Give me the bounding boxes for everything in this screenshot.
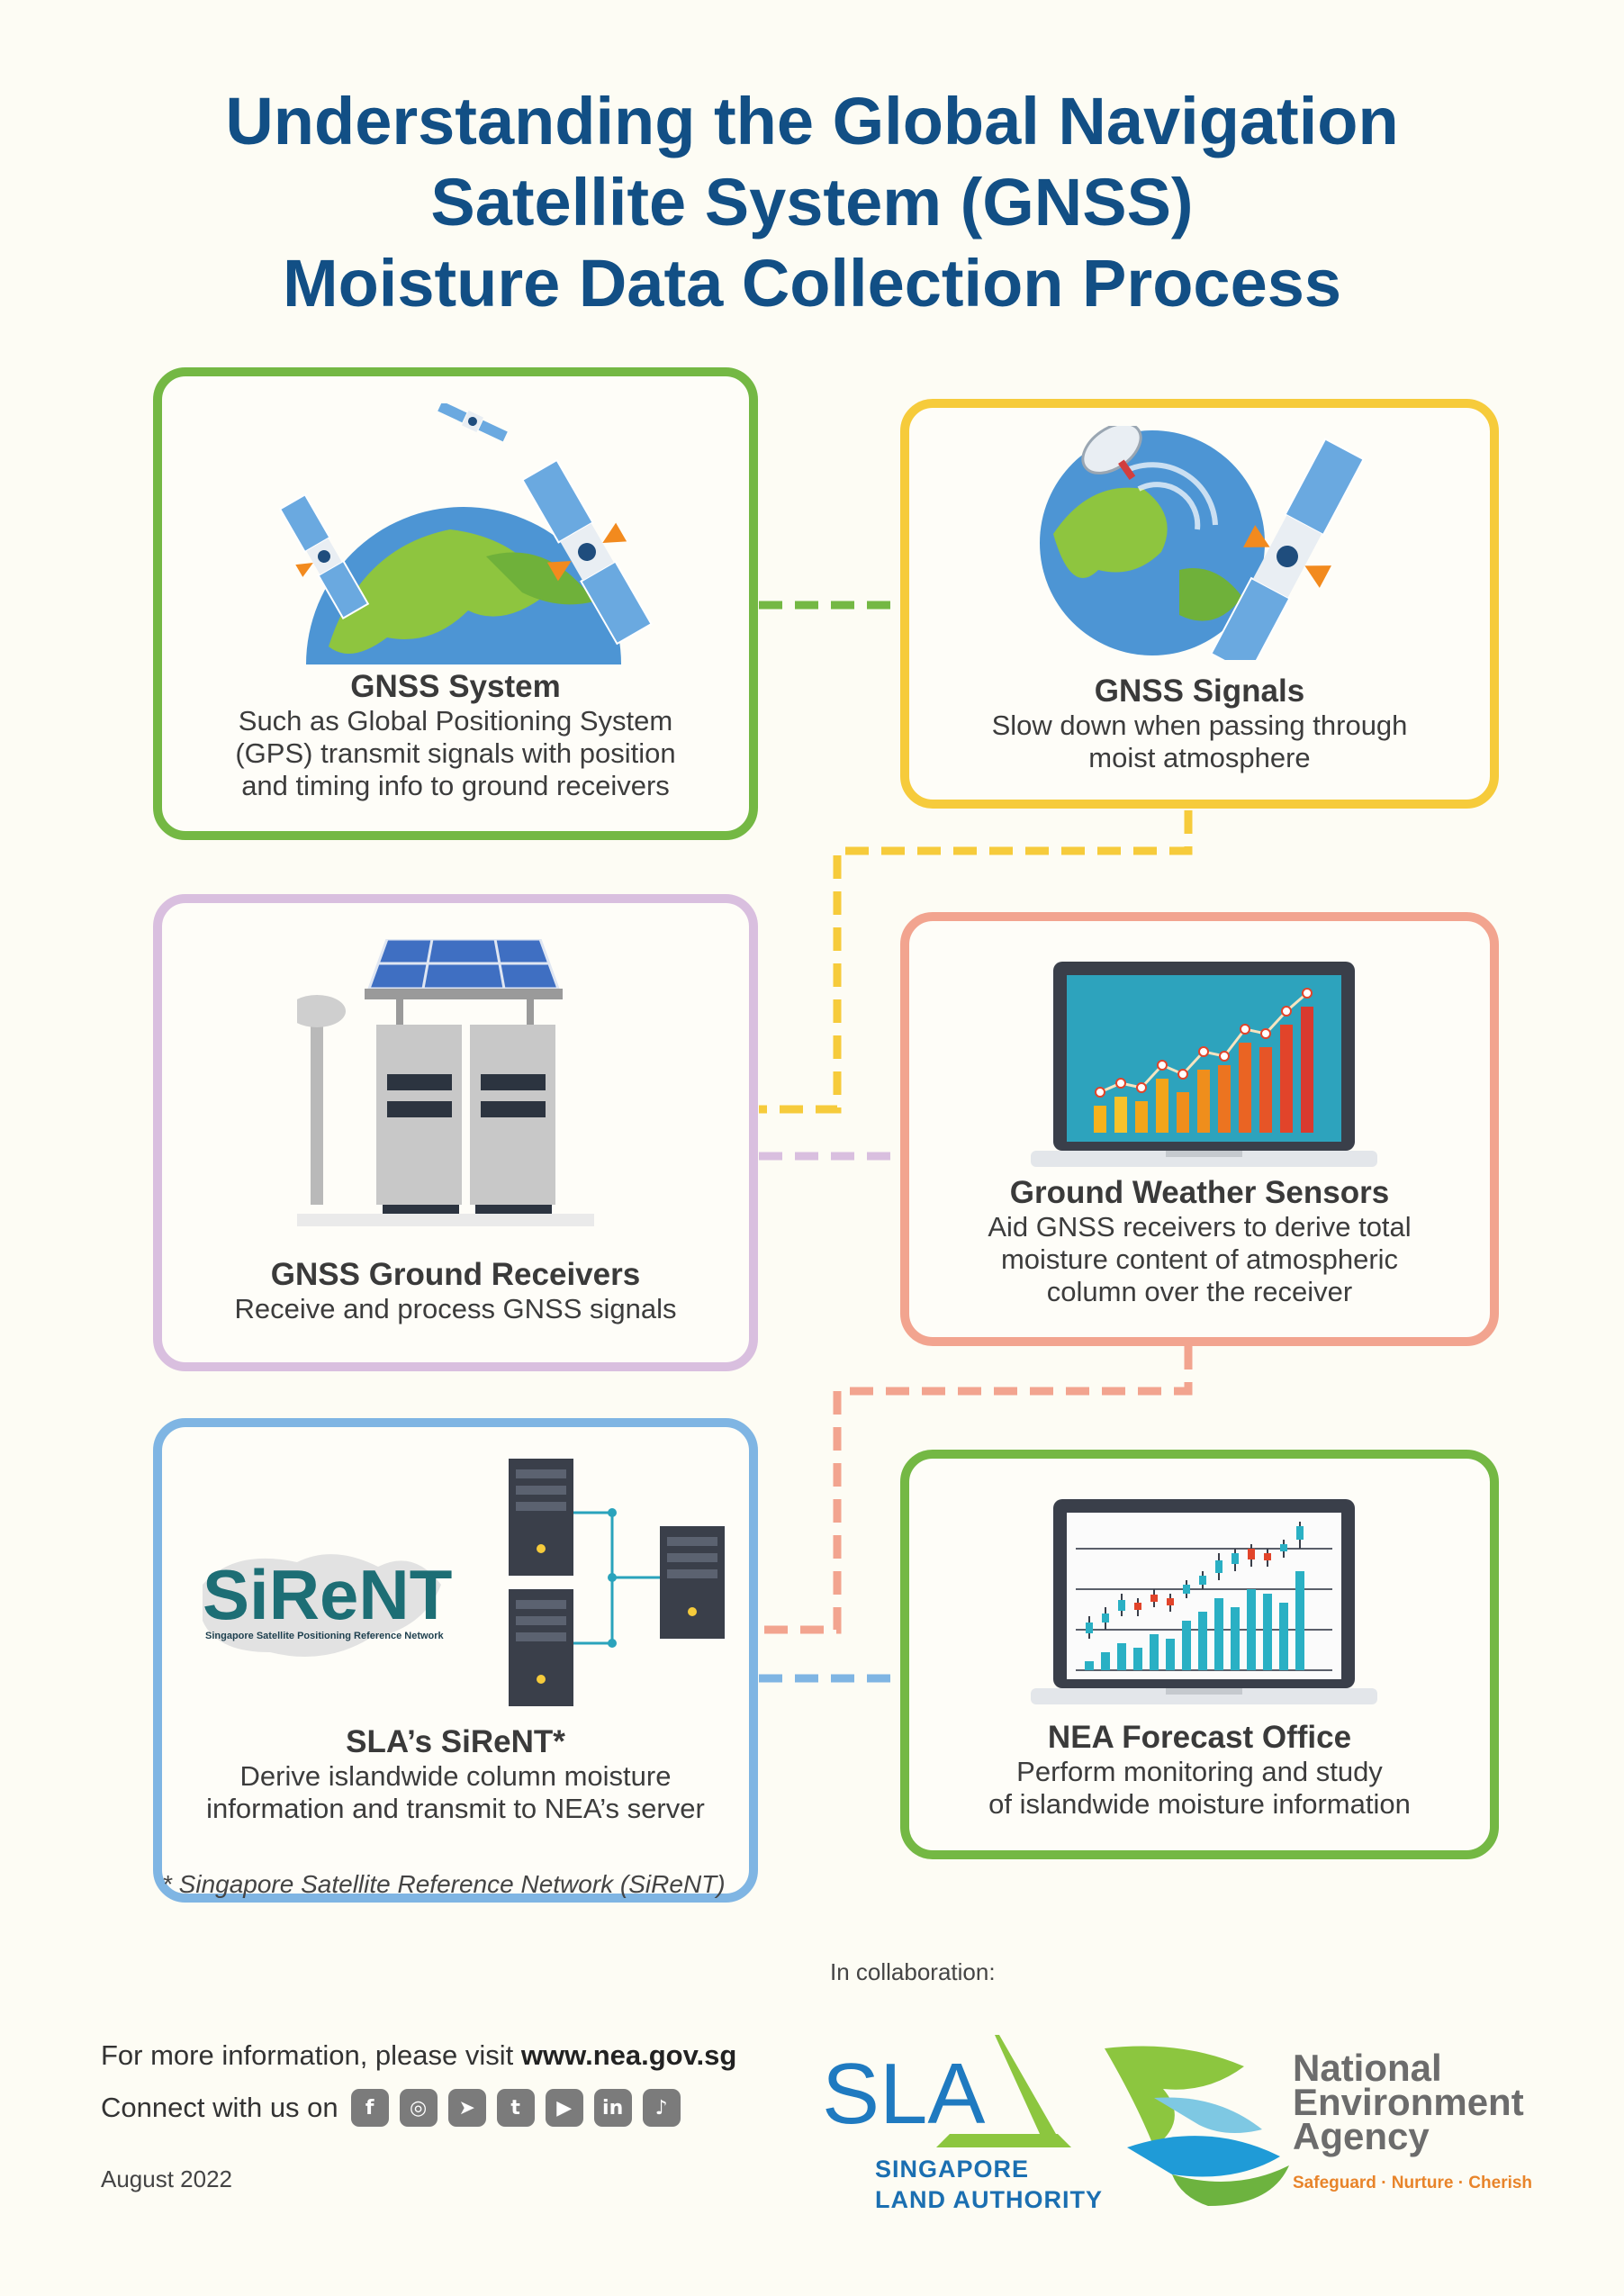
step-line: Perform monitoring and study [1016,1756,1383,1787]
card-ground-weather-sensors: Ground Weather Sensors Aid GNSS receiver… [900,912,1499,1346]
step-line: Slow down when passing through [991,710,1408,741]
more-info-prefix: For more information, please visit [101,2039,521,2071]
nea-name-line-2: Environment [1293,2081,1524,2123]
card-gnss-signals-text: GNSS Signals Slow down when passing thro… [927,673,1472,774]
laptop-candlestick-chart-icon [1031,1499,1377,1704]
tiktok-icon[interactable]: ♪ [642,2089,681,2127]
step-heading: GNSS Ground Receivers [270,1257,641,1292]
sla-name-line-1: SINGAPORE [875,2156,1030,2183]
nea-name-line-3: Agency [1293,2115,1430,2157]
collaboration-label: In collaboration: [830,1958,996,1985]
step-heading: GNSS Signals [1094,673,1305,709]
card-gnss-signals: GNSS Signals Slow down when passing thro… [900,399,1499,809]
card-nea-forecast-office: NEA Forecast Office Perform monitoring a… [900,1450,1499,1859]
title-line-1: Understanding the Global Navigation [225,84,1399,158]
sla-name-line-2: LAND AUTHORITY [875,2186,1103,2213]
sirent-logo-text: SiReNT [203,1555,452,1634]
card-ground-weather-sensors-text: Ground Weather Sensors Aid GNSS receiver… [927,1175,1472,1308]
step-heading: GNSS System [350,669,561,704]
nea-tagline: Safeguard · Nurture · Cherish [1293,2174,1533,2192]
card-gnss-ground-receivers: GNSS Ground Receivers Receive and proces… [153,894,758,1371]
nea-name-line-1: National [1293,2047,1442,2089]
linkedin-icon[interactable]: in [593,2089,632,2127]
card-sla-sirent: SiReNT Singapore Satellite Positioning R… [153,1418,758,1903]
server [509,1459,573,1576]
step-line: and timing info to ground receivers [241,770,670,801]
social-icons: f ◎ ➤ t ▶ in ♪ [350,2089,681,2127]
youtube-icon[interactable]: ▶ [545,2089,583,2127]
card-gnss-ground-receivers-text: GNSS Ground Receivers Receive and proces… [180,1257,731,1325]
step-heading: Ground Weather Sensors [1009,1175,1390,1210]
connect-line: Connect with us on f ◎ ➤ t ▶ in ♪ [101,2089,681,2127]
step-line: Derive islandwide column moisture [239,1760,672,1792]
more-info-line: For more information, please visit www.n… [101,2039,736,2072]
bars [1094,1007,1313,1133]
step-line: Aid GNSS receivers to derive total [988,1211,1412,1243]
nea-website-link[interactable]: www.nea.gov.sg [520,2039,737,2071]
globe-satellite-dish-icon [1040,426,1365,660]
connector-sensors-sirent [759,1346,1193,1634]
step-line: moisture content of atmospheric [1000,1243,1399,1275]
sirent-footnote: * Singapore Satellite Reference Network … [162,1870,726,1898]
step-heading: NEA Forecast Office [1047,1720,1352,1755]
sirent-logo-subtitle: Singapore Satellite Positioning Referenc… [205,1631,445,1641]
step-line: information and transmit to NEA’s server [206,1793,705,1824]
telegram-icon[interactable]: ➤ [447,2089,486,2127]
instagram-icon[interactable]: ◎ [399,2089,438,2127]
sla-name: SINGAPORE LAND AUTHORITY [875,2154,1103,2215]
facebook-icon[interactable]: f [350,2089,389,2127]
ground-receiver-solar-icon [297,939,594,1226]
sla-logo: SLA [822,2035,1071,2147]
step-line: Receive and process GNSS signals [234,1293,677,1324]
card-sla-sirent-text: SLA’s SiReNT* Derive islandwide column m… [180,1724,731,1825]
nea-name: National Environment Agency [1293,2047,1524,2157]
server [509,1589,573,1706]
servers-network-icon: SiReNT Singapore Satellite Positioning R… [203,1459,725,1706]
connect-label: Connect with us on [101,2092,338,2123]
step-line: of islandwide moisture information [988,1788,1411,1820]
card-gnss-system: GNSS System Such as Global Positioning S… [153,367,758,840]
page-title: Understanding the Global Navigation Sate… [0,81,1624,324]
step-line: column over the receiver [1046,1276,1353,1307]
satellites-globe-icon [278,403,653,664]
title-line-3: Moisture Data Collection Process [282,246,1342,321]
nea-logo [1105,2046,1289,2206]
card-nea-forecast-office-text: NEA Forecast Office Perform monitoring a… [927,1720,1472,1821]
publication-date: August 2022 [101,2165,233,2192]
twitter-icon[interactable]: t [496,2089,535,2127]
laptop-bar-chart-icon [1031,962,1377,1167]
step-line: (GPS) transmit signals with position [235,737,676,769]
step-line: moist atmosphere [1088,742,1311,773]
card-gnss-system-text: GNSS System Such as Global Positioning S… [180,669,731,802]
title-line-2: Satellite System (GNSS) [430,165,1194,240]
sla-logo-mark: SLA [822,2046,985,2142]
step-heading: SLA’s SiReNT* [346,1724,565,1759]
server [660,1526,725,1639]
step-line: Such as Global Positioning System [238,705,673,737]
